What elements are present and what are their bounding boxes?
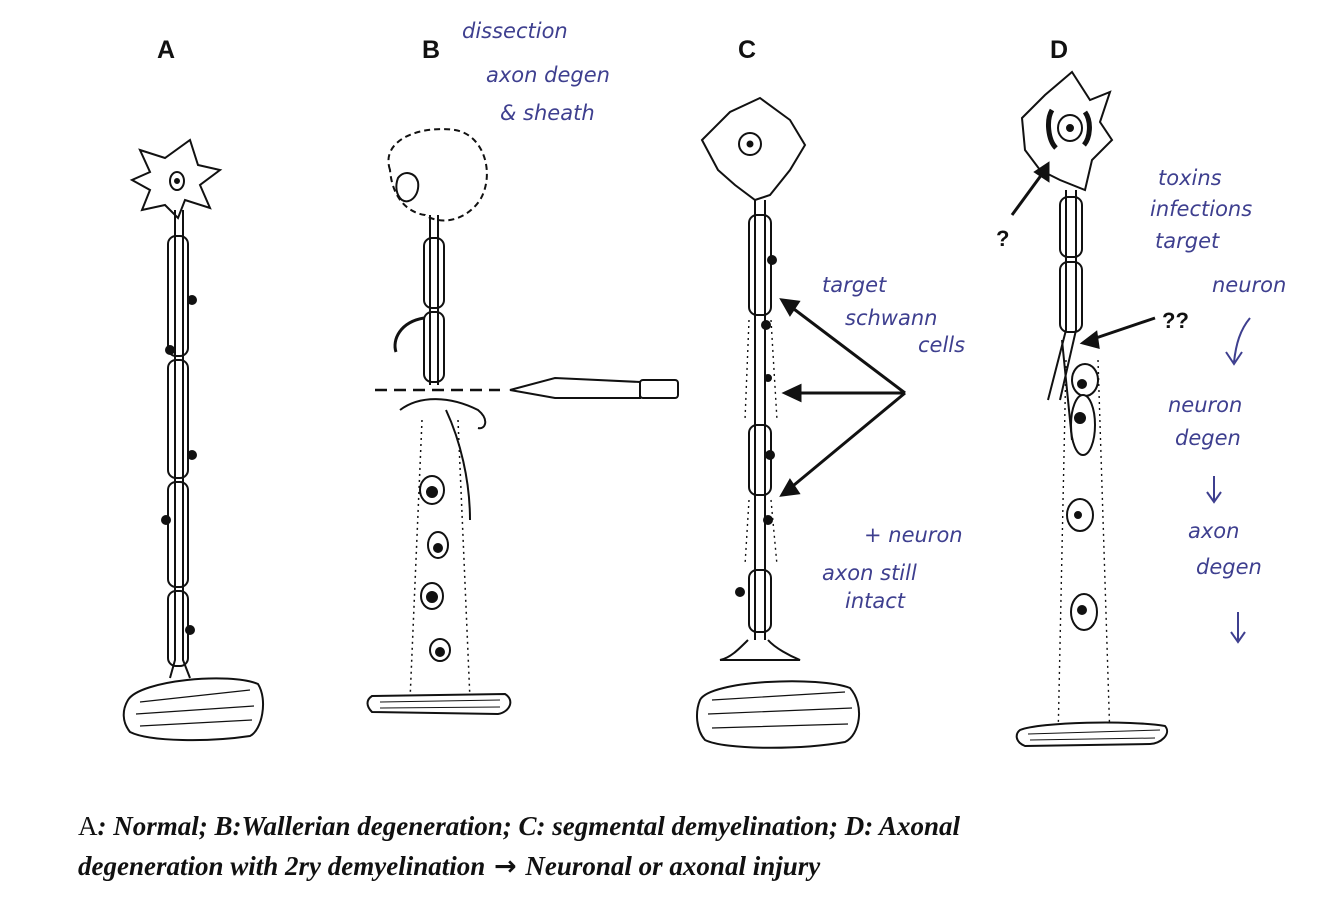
handwritten-notes-b: dissection axon degen & sheath (462, 19, 610, 125)
nucleus (169, 171, 185, 191)
panel-a-normal-neuron (122, 138, 265, 742)
myelin-segment (167, 235, 189, 357)
panel-label-a: A (157, 36, 175, 64)
question-marker-neuron: ? (996, 226, 1009, 251)
figure-caption: A: Normal; B:Wallerian degeneration; C: … (78, 806, 1278, 887)
panel-label-d: D (1050, 36, 1068, 64)
note-d-line4: neuron (1212, 273, 1286, 297)
caption-part1: : Normal; B:Wallerian degeneration; C: s… (97, 811, 960, 841)
panel-label-b: B (422, 36, 440, 64)
panel-d-axonal-degeneration (1010, 70, 1169, 748)
axon-distal (399, 398, 487, 521)
axon (169, 210, 191, 679)
note-c-line3: cells (918, 333, 965, 357)
note-d-line7: axon (1188, 519, 1239, 543)
note-b-line1: dissection (462, 19, 568, 43)
note-d-line2: infections (1150, 197, 1252, 221)
panel-b-wallerian (366, 128, 679, 716)
muscle-fiber (122, 677, 265, 742)
note-d-arrow-2 (1206, 476, 1222, 504)
atrophic-muscle (366, 692, 512, 716)
note-d-line8: degen (1196, 555, 1262, 579)
muscle-fiber (696, 680, 861, 749)
note-c-low1: + neuron (864, 523, 963, 547)
caption-arrow-icon: → (494, 851, 517, 882)
note-d-line3: target (1155, 229, 1220, 253)
caption-part3: Neuronal or axonal injury (525, 851, 821, 881)
schwann-target-arrows (779, 298, 906, 497)
caption-lead: A (78, 811, 98, 841)
cell-body (700, 96, 807, 202)
note-c-low2: axon still (822, 561, 917, 585)
myelin-segment (167, 359, 189, 479)
axon (1047, 190, 1077, 401)
myelin-segment (167, 590, 189, 667)
handwritten-notes-d: toxins infections target neuron neuron d… (1150, 166, 1286, 644)
caption-part2: degeneration with 2ry demyelination (78, 851, 486, 881)
panel-label-c: C (738, 36, 756, 64)
note-d-line1: toxins (1158, 166, 1222, 190)
note-b-line3: & sheath (500, 101, 595, 125)
handwritten-notes-c: target schwann cells + neuron axon still… (822, 273, 965, 613)
note-d-line6: degen (1175, 426, 1241, 450)
note-d-arrow-1 (1225, 317, 1251, 366)
panel-c-demyelination (696, 96, 906, 749)
note-b-line2: axon degen (486, 63, 610, 87)
question-marker-axon: ?? (1162, 308, 1189, 333)
note-c-line1: target (822, 273, 887, 297)
note-d-line5: neuron (1168, 393, 1242, 417)
note-c-low3: intact (845, 589, 906, 613)
scalpel (509, 376, 641, 399)
injury-arrows (1010, 161, 1156, 350)
myelin-segment (167, 481, 189, 588)
note-d-arrow-3 (1230, 612, 1246, 644)
atrophic-muscle (1015, 721, 1169, 748)
note-c-line2: schwann (845, 306, 937, 330)
axon-proximal (429, 215, 439, 385)
